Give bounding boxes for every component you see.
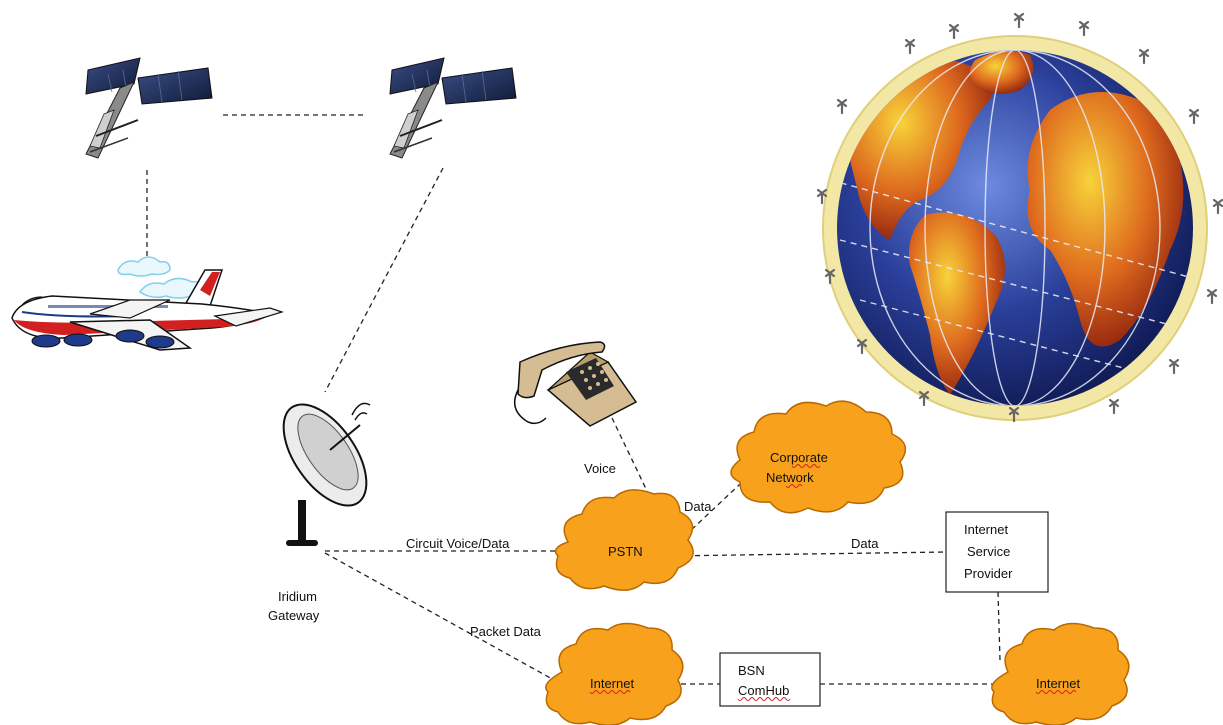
- telephone-icon: [513, 341, 638, 427]
- internet-left-label: Internet: [590, 676, 634, 691]
- packet-data-label: Packet Data: [470, 624, 542, 639]
- satellite-dish-icon: [282, 402, 371, 546]
- voice-label: Voice: [584, 461, 616, 476]
- link-gateway-internet: [324, 552, 564, 686]
- iridium-gateway-label-line2: Gateway: [268, 608, 320, 623]
- cloud-internet-left: [545, 622, 684, 725]
- isp-label-line2: Service: [967, 544, 1010, 559]
- iridium-gateway-label-line1: Iridium: [278, 589, 317, 604]
- data-isp-label: Data: [851, 536, 879, 551]
- bsn-label-line1: BSN: [738, 663, 765, 678]
- bsn-label-line2: ComHub: [738, 683, 789, 698]
- cloud-corporate-network: [730, 400, 907, 514]
- circuit-voice-data-label: Circuit Voice/Data: [406, 536, 510, 551]
- isp-label-line3: Provider: [964, 566, 1013, 581]
- pstn-label: PSTN: [608, 544, 643, 559]
- cloud-internet-right: [991, 622, 1130, 725]
- link-isp-internet: [997, 591, 1001, 661]
- cloud-icon: [545, 400, 1130, 725]
- link-satellite-gateway: [324, 167, 444, 393]
- globe-icon: [816, 12, 1223, 423]
- cloud-pstn: [554, 489, 694, 591]
- airplane-icon: [11, 256, 284, 351]
- corporate-network-label-line2: Network: [766, 470, 814, 485]
- data-corporate-label: Data: [684, 499, 712, 514]
- isp-box: [945, 511, 1049, 593]
- internet-right-label: Internet: [1036, 676, 1080, 691]
- bsn-comhub-box: [719, 652, 821, 707]
- corporate-network-label-line1: Corporate: [770, 450, 828, 465]
- isp-label-line1: Internet: [964, 522, 1008, 537]
- satellite-icon: [85, 57, 213, 159]
- link-pstn-isp: [667, 551, 947, 557]
- satellite-icon: [389, 57, 517, 159]
